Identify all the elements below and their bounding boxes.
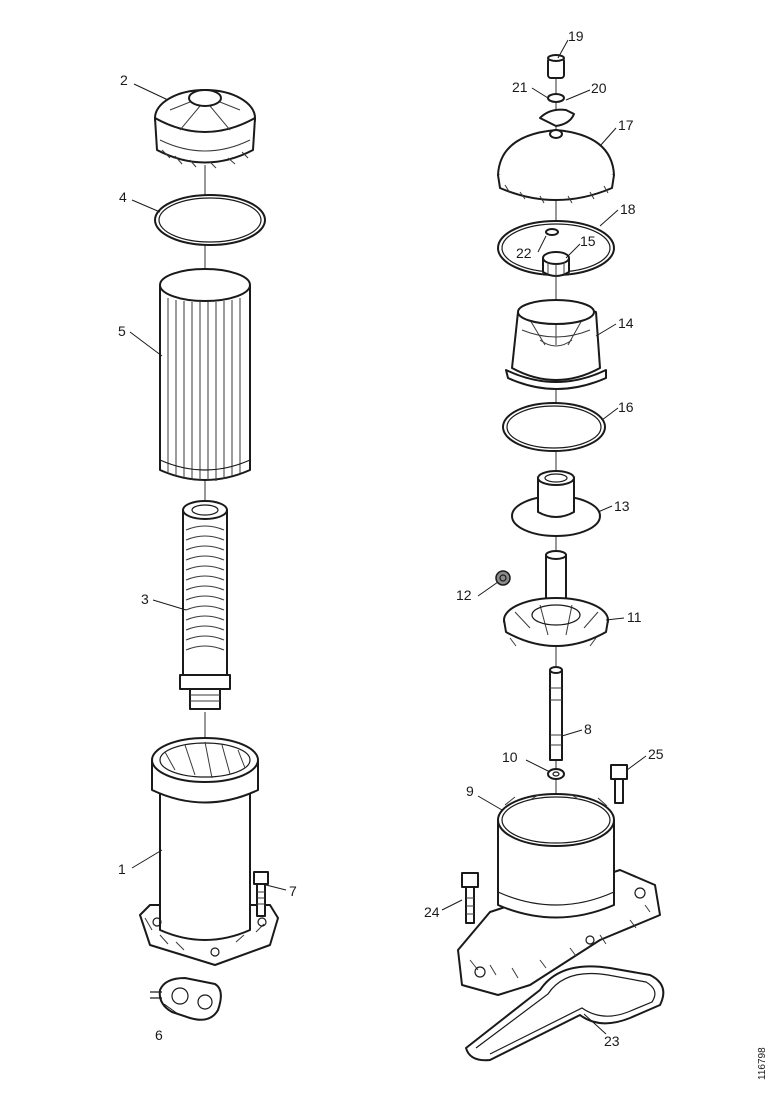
callout-9: 9: [466, 783, 474, 799]
part-19-cap-nut: [547, 54, 565, 79]
callout-21: 21: [512, 79, 528, 95]
callout-22: 22: [516, 245, 532, 261]
callout-3: 3: [141, 591, 149, 607]
callout-23: 23: [604, 1033, 620, 1049]
part-20-clip: [539, 108, 575, 127]
part-24-bolt: [461, 872, 479, 924]
part-16-o-ring: [502, 402, 606, 452]
part-10-washer: [547, 768, 565, 780]
part-6-gasket: [150, 977, 222, 1021]
callout-2: 2: [120, 72, 128, 88]
part-9-base-housing: [457, 793, 661, 996]
callout-15: 15: [580, 233, 596, 249]
part-4-o-ring: [154, 194, 266, 246]
callout-6: 6: [155, 1027, 163, 1043]
callout-11: 11: [627, 609, 642, 625]
callout-17: 17: [618, 117, 634, 133]
callout-24: 24: [424, 904, 440, 920]
part-15-valve-nut: [542, 251, 570, 277]
callout-19: 19: [568, 28, 584, 44]
part-7-bolt: [253, 871, 269, 917]
part-8-shaft: [549, 666, 563, 761]
callout-10: 10: [502, 749, 518, 765]
callout-18: 18: [620, 201, 636, 217]
part-1-housing: [139, 737, 279, 966]
part-11-valve-body: [503, 550, 609, 647]
part-5-filter-element: [159, 268, 251, 481]
callout-5: 5: [118, 323, 126, 339]
leader-lines: [129, 39, 647, 1035]
part-25-bolt: [610, 764, 628, 804]
part-3-inner-tube: [179, 500, 231, 710]
callout-4: 4: [119, 189, 127, 205]
callout-1: 1: [118, 861, 126, 877]
figure-reference-number: 116798: [757, 1047, 768, 1080]
callout-7: 7: [289, 883, 297, 899]
part-22-small-washer: [545, 228, 559, 236]
callout-25: 25: [648, 746, 664, 762]
part-21-washer: [547, 93, 565, 103]
part-13-flanged-sleeve: [511, 470, 601, 537]
callout-14: 14: [618, 315, 634, 331]
callout-13: 13: [614, 498, 630, 514]
callout-12: 12: [456, 587, 472, 603]
part-12-nut: [495, 570, 511, 586]
part-2-top-cap: [154, 89, 256, 169]
callout-20: 20: [591, 80, 607, 96]
callout-16: 16: [618, 399, 634, 415]
callout-8: 8: [584, 721, 592, 737]
part-23-base-gasket: [465, 965, 665, 1062]
part-17-dome-cover: [497, 129, 615, 204]
part-14-bell-cover: [505, 299, 607, 390]
